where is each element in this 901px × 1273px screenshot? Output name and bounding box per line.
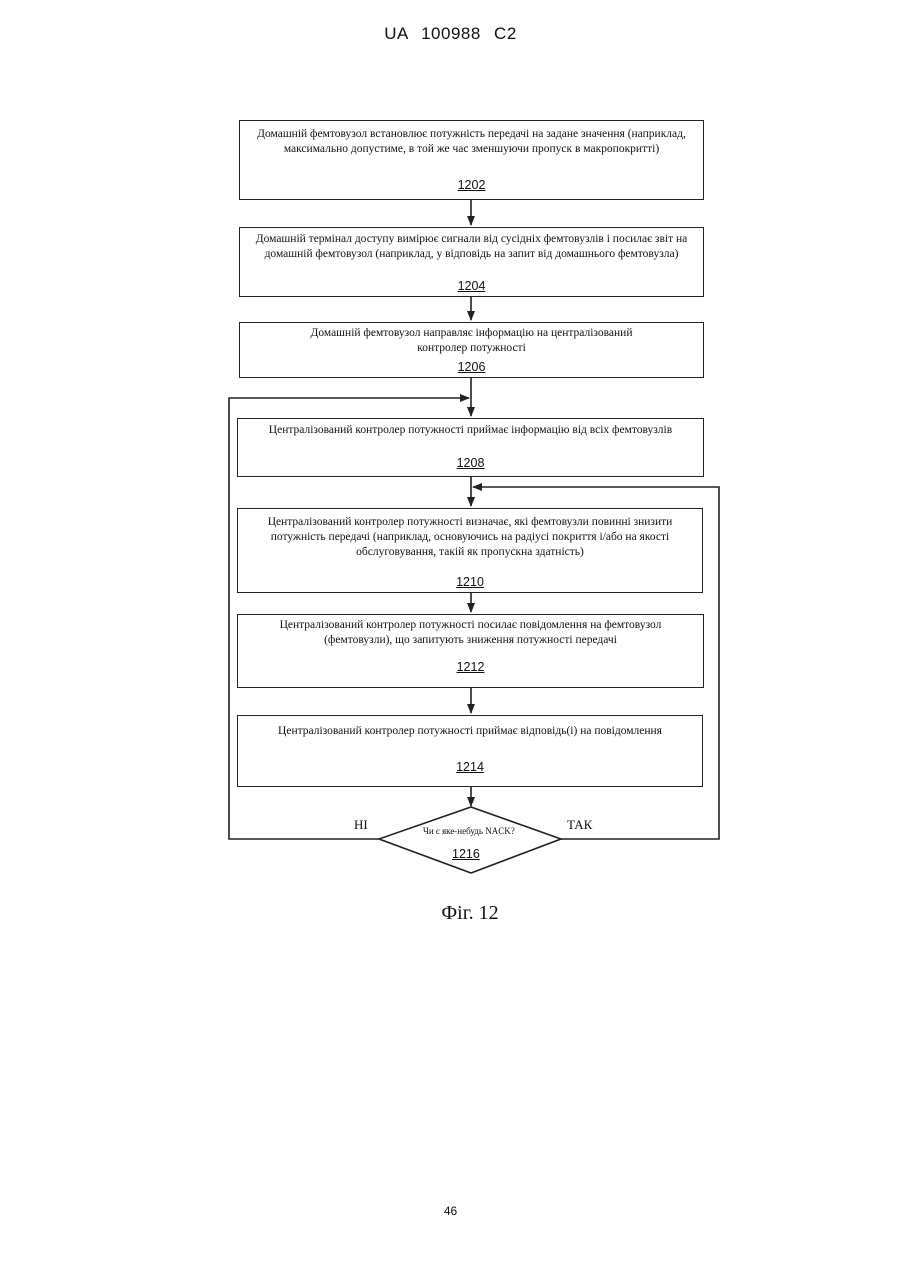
step-1204-text: Домашній термінал доступу вимірює сигнал…: [240, 228, 703, 262]
step-1206-text: Домашній фемтовузол направляє інформацію…: [240, 323, 703, 356]
step-1202-ref: 1202: [240, 178, 703, 193]
step-1214-ref: 1214: [238, 760, 702, 775]
step-1208-text: Централізований контролер потужності при…: [238, 419, 703, 438]
step-1212-box: Централізований контролер потужності пос…: [237, 614, 704, 688]
decision-question: Чи є яке-небудь NACK?: [423, 826, 515, 836]
step-1208-box: Централізований контролер потужності при…: [237, 418, 704, 477]
step-1204-ref: 1204: [240, 279, 703, 294]
decision-diamond: [379, 807, 561, 873]
step-1202-text: Домашній фемтовузол встановлює потужніст…: [240, 121, 703, 157]
step-1214-text: Централізований контролер потужності при…: [238, 716, 702, 739]
step-1204-box: Домашній термінал доступу вимірює сигнал…: [239, 227, 704, 297]
step-1202-box: Домашній фемтовузол встановлює потужніст…: [239, 120, 704, 200]
step-1206-ref: 1206: [240, 360, 703, 375]
step-1210-box: Централізований контролер потужності виз…: [237, 508, 703, 593]
step-1210-ref: 1210: [238, 575, 702, 590]
decision-yes-label: ТАК: [567, 817, 592, 833]
decision-no-label: НІ: [354, 817, 368, 833]
step-1210-text: Централізований контролер потужності виз…: [238, 509, 702, 560]
step-1212-ref: 1212: [238, 660, 703, 675]
step-1212-text: Централізований контролер потужності пос…: [238, 615, 703, 648]
figure-caption: Фіг. 12: [0, 902, 901, 925]
page-number: 46: [0, 1204, 901, 1218]
step-1208-ref: 1208: [238, 456, 703, 471]
decision-ref: 1216: [452, 847, 480, 861]
step-1206-box: Домашній фемтовузол направляє інформацію…: [239, 322, 704, 378]
step-1214-box: Централізований контролер потужності при…: [237, 715, 703, 787]
